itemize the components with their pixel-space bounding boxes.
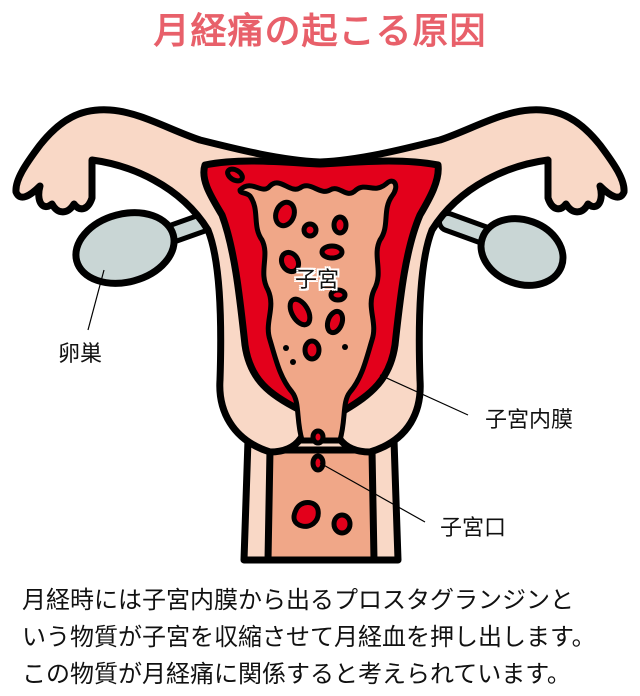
uterine-cavity [237,178,399,443]
uterus-diagram [12,106,628,564]
endometrium-leader-line [379,374,469,416]
cervix-leader-line [319,462,426,523]
leader-lines [87,269,469,523]
caption-line-2: いう物質が子宮を収縮させて月経血を押し出します。 [22,623,596,651]
caption: 月経時には子宮内膜から出るプロスタグランジンと いう物質が子宮を収縮させて月経血… [22,582,632,693]
ovary-label: 卵巣 [58,342,103,367]
endometrium-label: 子宮内膜 [485,408,574,433]
uterus-label: 子宮 [295,268,340,293]
left-ovary [72,209,178,287]
page-title: 月経痛の起こる原因 [153,11,487,52]
caption-line-1: 月経時には子宮内膜から出るプロスタグランジンと [22,586,574,614]
ovary-leader-line [87,269,105,331]
right-ovary [477,215,567,289]
caption-line-3: この物質が月経痛に関係すると考えられています。 [22,660,571,688]
cervix-label: 子宮口 [440,516,507,541]
